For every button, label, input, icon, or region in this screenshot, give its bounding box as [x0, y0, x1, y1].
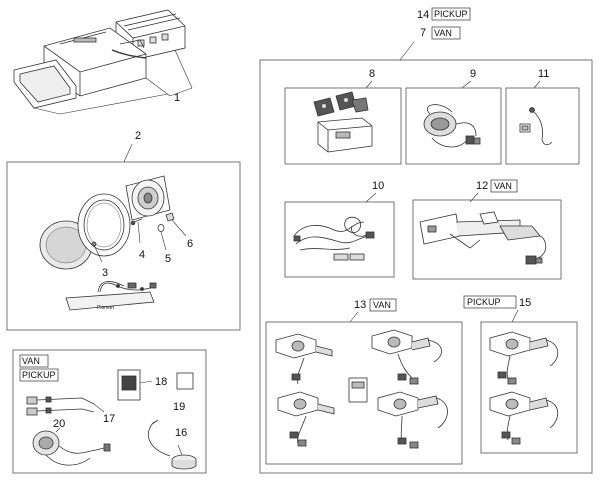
remote-key-fobs	[313, 91, 369, 117]
callout-16: 16	[175, 427, 187, 439]
callout-1: 1	[174, 92, 180, 104]
shock-sensor	[519, 107, 553, 146]
horn-speaker	[32, 427, 111, 466]
microphone	[147, 419, 197, 470]
radio-unit-assembly	[13, 9, 193, 115]
van-actuator-set-box	[265, 321, 463, 465]
lock-actuator-c	[277, 391, 335, 447]
callout-5: 5	[165, 253, 171, 265]
van-lock-actuator	[419, 211, 547, 265]
pickup-tag-top: PICKUP	[434, 9, 468, 19]
washer	[157, 224, 165, 232]
alarm-control-unit	[317, 117, 373, 153]
pickup-tag-15: PICKUP	[467, 297, 501, 307]
lock-actuator-a	[275, 333, 333, 385]
van-tag-13: VAN	[373, 300, 391, 310]
accessory-kit-panel	[12, 349, 207, 474]
callout-20: 20	[53, 418, 65, 430]
lock-actuator-b	[371, 329, 442, 385]
van-actuator-box	[412, 199, 562, 280]
pickup-tag-box	[19, 368, 59, 382]
callout-7: 7	[420, 27, 426, 39]
callout-6: 6	[187, 238, 193, 250]
screw	[130, 218, 143, 226]
callout-18: 18	[155, 376, 167, 388]
callout-19: 19	[173, 401, 185, 413]
speaker-kit-panel	[6, 161, 241, 331]
siren-box	[405, 87, 502, 165]
callout-12: 12	[476, 180, 488, 192]
callout-2: 2	[135, 130, 141, 142]
lock-actuator-f	[489, 391, 559, 445]
callout-15: 15	[519, 297, 531, 309]
van-tag-top: VAN	[434, 28, 452, 38]
label-card	[176, 372, 194, 390]
pickup-actuator-set-box	[480, 321, 578, 454]
speaker-bracket-ring	[77, 193, 131, 257]
callout-14: 14	[417, 9, 429, 21]
pickup-tag-15-box	[463, 295, 517, 309]
van-tag-12: VAN	[494, 181, 512, 191]
callout-13: 13	[354, 299, 366, 311]
clip	[165, 212, 175, 222]
lock-module	[348, 377, 368, 403]
pickup-tag-kit: PICKUP	[22, 370, 56, 380]
van-tag-12-box	[490, 179, 518, 193]
nut	[91, 241, 97, 247]
speaker-brand-label: Pioneer	[97, 305, 115, 311]
adapter-cables	[26, 396, 105, 416]
callout-9: 9	[470, 68, 476, 80]
speaker-driver	[125, 175, 171, 221]
manual-booklet	[117, 369, 153, 401]
callout-10: 10	[372, 180, 384, 192]
lock-actuator-d	[377, 391, 448, 449]
callout-17: 17	[103, 413, 115, 425]
callout-3: 3	[102, 267, 108, 279]
van-tag-top-box	[431, 26, 461, 40]
callout-4: 4	[139, 249, 145, 261]
lock-actuator-e	[489, 331, 559, 385]
pickup-tag-top-box	[431, 7, 471, 21]
speaker-leader-lines	[93, 219, 187, 263]
callout-8: 8	[369, 68, 375, 80]
speaker-harness	[65, 281, 157, 311]
security-kit-panel	[259, 59, 593, 474]
siren	[423, 104, 481, 148]
sensor-box	[505, 87, 580, 165]
van-tag-13-box	[369, 298, 397, 312]
alarm-unit-box	[284, 87, 402, 165]
van-tag-kit: VAN	[22, 356, 40, 366]
callout-11: 11	[538, 68, 549, 80]
wiring-harness	[293, 216, 375, 261]
wiring-harness-box	[284, 201, 395, 278]
van-tag-box	[19, 354, 49, 368]
